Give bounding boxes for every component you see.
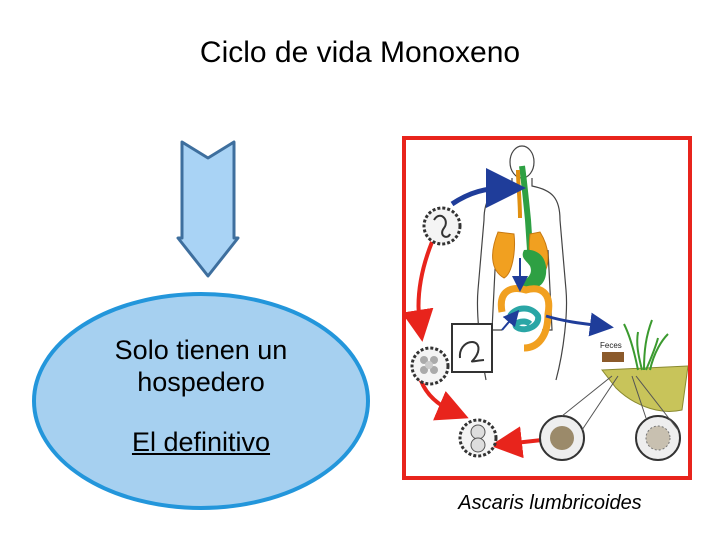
- feces-icon: [602, 352, 624, 362]
- intestine-small: [507, 305, 542, 333]
- ellipse-line-3: El definitivo: [131, 427, 271, 457]
- down-arrow-icon: [176, 140, 240, 278]
- egg-larva-icon: [422, 206, 462, 246]
- esophagus: [519, 165, 533, 251]
- trachea: [516, 169, 522, 219]
- lung-left: [492, 231, 515, 279]
- life-cycle-illustration: Feces: [406, 145, 688, 461]
- ellipse-line-1: Solo tienen un: [114, 335, 288, 365]
- connector-lines: [561, 375, 679, 431]
- blue-arrow-migration: [501, 309, 520, 331]
- host-ellipse: [32, 292, 370, 510]
- life-cycle-figure: Feces: [402, 136, 692, 480]
- feces-label: Feces: [600, 341, 622, 350]
- blue-cycle-arrow: [450, 168, 526, 209]
- intestine-large: [497, 285, 553, 352]
- blue-arrow-to-feces: [545, 312, 614, 337]
- red-cycle-arrow-bottom: [490, 426, 543, 459]
- species-caption: Ascaris lumbricoides: [458, 492, 642, 514]
- slide-title: Ciclo de vida Monoxeno: [199, 36, 521, 69]
- stomach: [518, 249, 547, 290]
- ellipse-line-2: hospedero: [137, 367, 265, 397]
- egg-two-cell-icon: [458, 418, 498, 458]
- egg-fertilized-icon: [635, 415, 681, 461]
- plant-icon: [623, 319, 669, 371]
- egg-embryonated-icon: [410, 346, 450, 386]
- egg-unfertilized-icon: [539, 415, 585, 461]
- red-cycle-arrow-top: [406, 241, 434, 342]
- soil-icon: [601, 365, 688, 412]
- adult-worm-icon: [451, 323, 493, 373]
